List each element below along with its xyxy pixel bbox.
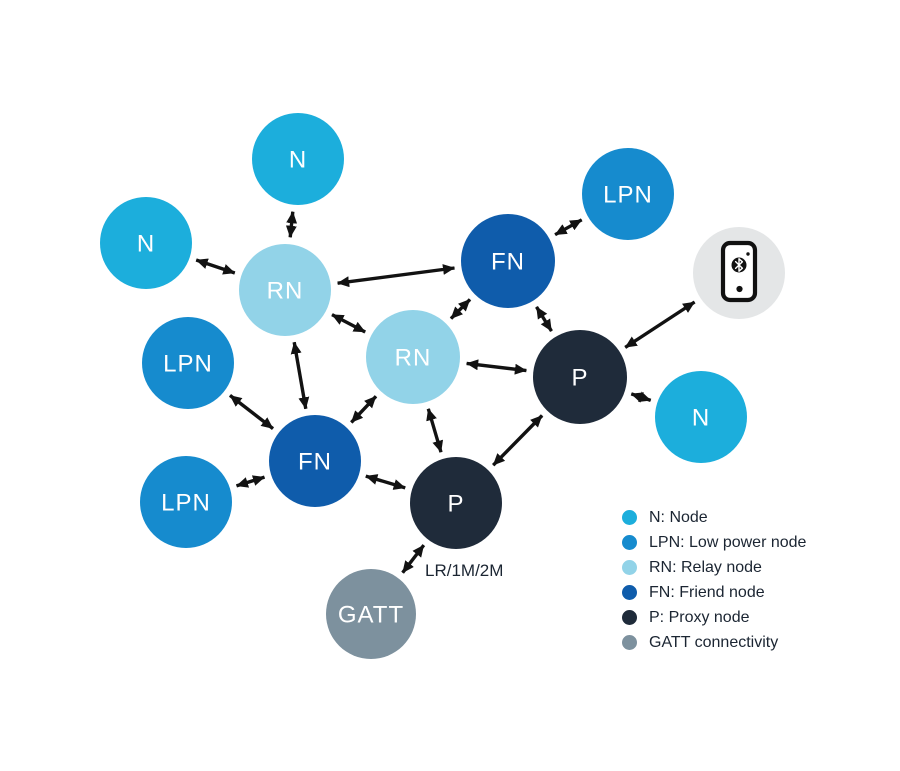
node-gatt: GATT	[326, 569, 416, 659]
arrow-rn-mid-fn-bottom	[350, 395, 378, 424]
bluetooth-rune	[734, 258, 744, 272]
node-circle	[461, 214, 555, 308]
node-label: RN	[395, 345, 432, 372]
legend-swatch	[622, 610, 637, 625]
legend-label: LPN: Low power node	[649, 534, 807, 551]
node-n-right: N	[655, 371, 747, 463]
edge-label: LR/1M/2M	[425, 561, 503, 580]
camera-dot-icon	[746, 252, 750, 256]
node-circle	[410, 457, 502, 549]
node-lpn-top: LPN	[582, 148, 674, 240]
legend-label: GATT connectivity	[649, 634, 779, 651]
node-label: FN	[491, 249, 525, 276]
node-circle	[366, 310, 460, 404]
node-circle	[239, 244, 331, 336]
node-label: N	[692, 405, 710, 432]
arrow-lpn-bottom-fn-bottom	[235, 475, 266, 488]
node-p-bottom: P	[410, 457, 502, 549]
legend-item-p: P: Proxy node	[622, 609, 806, 626]
arrow-p-right-phone	[624, 300, 696, 349]
legend-label: P: Proxy node	[649, 609, 750, 626]
node-circle	[100, 197, 192, 289]
edge-layer	[195, 211, 696, 574]
legend-item-rn: RN: Relay node	[622, 559, 806, 576]
arrow-p-bottom-gatt	[401, 544, 426, 574]
arrow-n-left-rn-left	[195, 258, 236, 275]
arrow-fn-top-lpn-top	[554, 218, 583, 237]
legend-item-gatt: GATT connectivity	[622, 634, 806, 651]
node-p-right: P	[533, 330, 627, 424]
arrow-rn-left-fn-bottom	[290, 341, 310, 410]
legend-label: FN: Friend node	[649, 584, 765, 601]
node-phone	[693, 227, 785, 319]
node-label: N	[289, 147, 307, 174]
node-circle	[582, 148, 674, 240]
node-label: LPN	[161, 490, 211, 517]
node-lpn-bottom: LPN	[140, 456, 232, 548]
arrow-p-right-p-bottom	[491, 414, 544, 467]
node-circle	[269, 415, 361, 507]
node-label: P	[447, 491, 464, 518]
node-label: LPN	[603, 182, 653, 209]
legend-swatch	[622, 585, 637, 600]
node-circle	[533, 330, 627, 424]
legend-swatch	[622, 635, 637, 650]
node-circle	[655, 371, 747, 463]
arrow-rn-mid-p-bottom	[426, 408, 444, 453]
legend-swatch	[622, 535, 637, 550]
legend-label: RN: Relay node	[649, 559, 762, 576]
node-fn-top: FN	[461, 214, 555, 308]
arrow-fn-bottom-p-bottom	[365, 474, 406, 490]
node-rn-mid: RN	[366, 310, 460, 404]
node-circle	[252, 113, 344, 205]
node-lpn-mid: LPN	[142, 317, 234, 409]
arrow-n-top-rn-left	[285, 211, 298, 238]
node-label: P	[571, 365, 588, 392]
node-label: LPN	[163, 351, 213, 378]
node-circle	[142, 317, 234, 409]
legend-label: N: Node	[649, 509, 708, 526]
node-layer: N N RN FN LPN LPN RN P N FN LPN P GATT	[100, 113, 785, 659]
legend-swatch	[622, 510, 637, 525]
node-label: GATT	[338, 602, 404, 629]
node-circle	[140, 456, 232, 548]
node-circle	[326, 569, 416, 659]
node-label: RN	[267, 278, 304, 305]
node-rn-left: RN	[239, 244, 331, 336]
arrow-lpn-mid-fn-bottom	[228, 394, 275, 430]
node-label: N	[137, 231, 155, 258]
arrow-fn-top-p-right	[535, 306, 553, 332]
arrow-rn-mid-p-right	[466, 359, 527, 375]
node-fn-bottom: FN	[269, 415, 361, 507]
arrow-rn-left-rn-mid	[331, 313, 366, 334]
legend-item-n: N: Node	[622, 509, 806, 526]
home-button-icon	[736, 285, 743, 293]
legend-item-lpn: LPN: Low power node	[622, 534, 807, 551]
node-label: FN	[298, 449, 332, 476]
node-n-top: N	[252, 113, 344, 205]
arrow-rn-left-fn-top	[337, 264, 455, 288]
arrow-rn-mid-fn-top	[449, 298, 472, 320]
legend-swatch	[622, 560, 637, 575]
arrow-p-right-n-right	[630, 391, 652, 403]
legend-item-fn: FN: Friend node	[622, 584, 806, 601]
annotation-layer: LR/1M/2M	[425, 561, 503, 580]
node-n-left: N	[100, 197, 192, 289]
